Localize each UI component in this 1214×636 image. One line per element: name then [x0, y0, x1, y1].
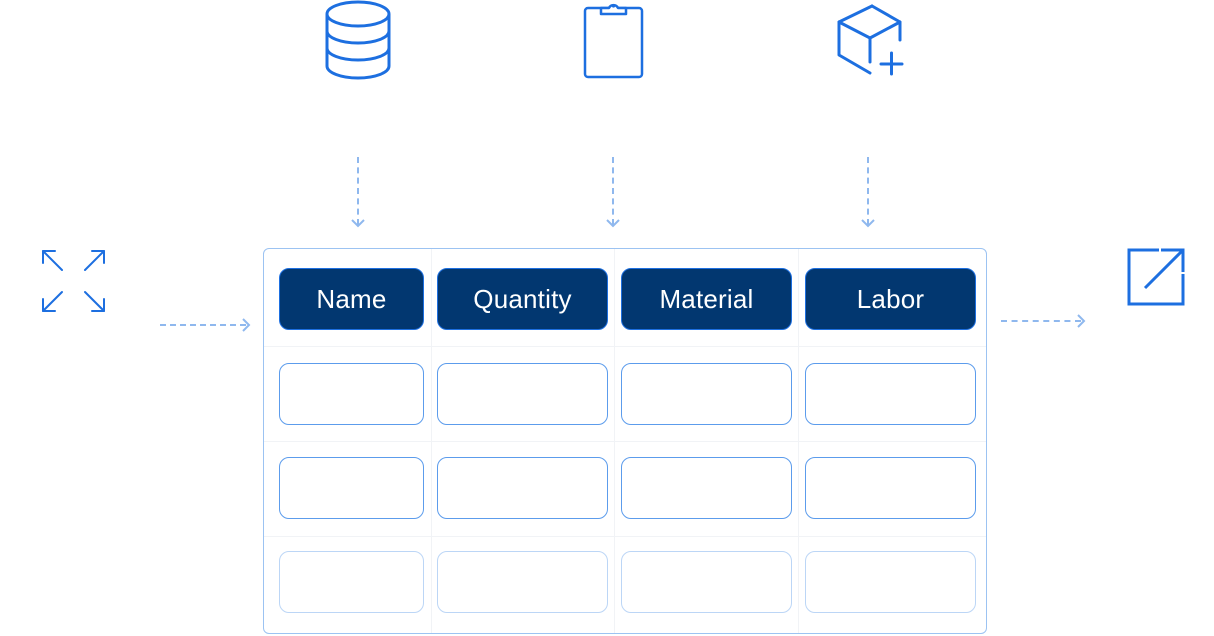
- expand-arrows-icon: [40, 248, 108, 314]
- empty-cell: [437, 457, 608, 519]
- header-cell-name: Name: [279, 268, 424, 330]
- cube-plus-icon: [836, 4, 908, 76]
- header-cell-material: Material: [621, 268, 792, 330]
- external-link-icon: [1127, 248, 1185, 306]
- empty-cell: [621, 363, 792, 425]
- empty-cell: [279, 551, 424, 613]
- database-icon: [325, 0, 393, 80]
- header-cell-quantity: Quantity: [437, 268, 608, 330]
- empty-cell: [805, 551, 976, 613]
- clipboard-icon: [583, 0, 645, 80]
- empty-cell: [621, 551, 792, 613]
- header-cell-labor: Labor: [805, 268, 976, 330]
- empty-cell: [279, 363, 424, 425]
- empty-cell: [437, 363, 608, 425]
- empty-cell: [437, 551, 608, 613]
- empty-cell: [279, 457, 424, 519]
- empty-cell: [805, 363, 976, 425]
- empty-cell: [621, 457, 792, 519]
- empty-cell: [805, 457, 976, 519]
